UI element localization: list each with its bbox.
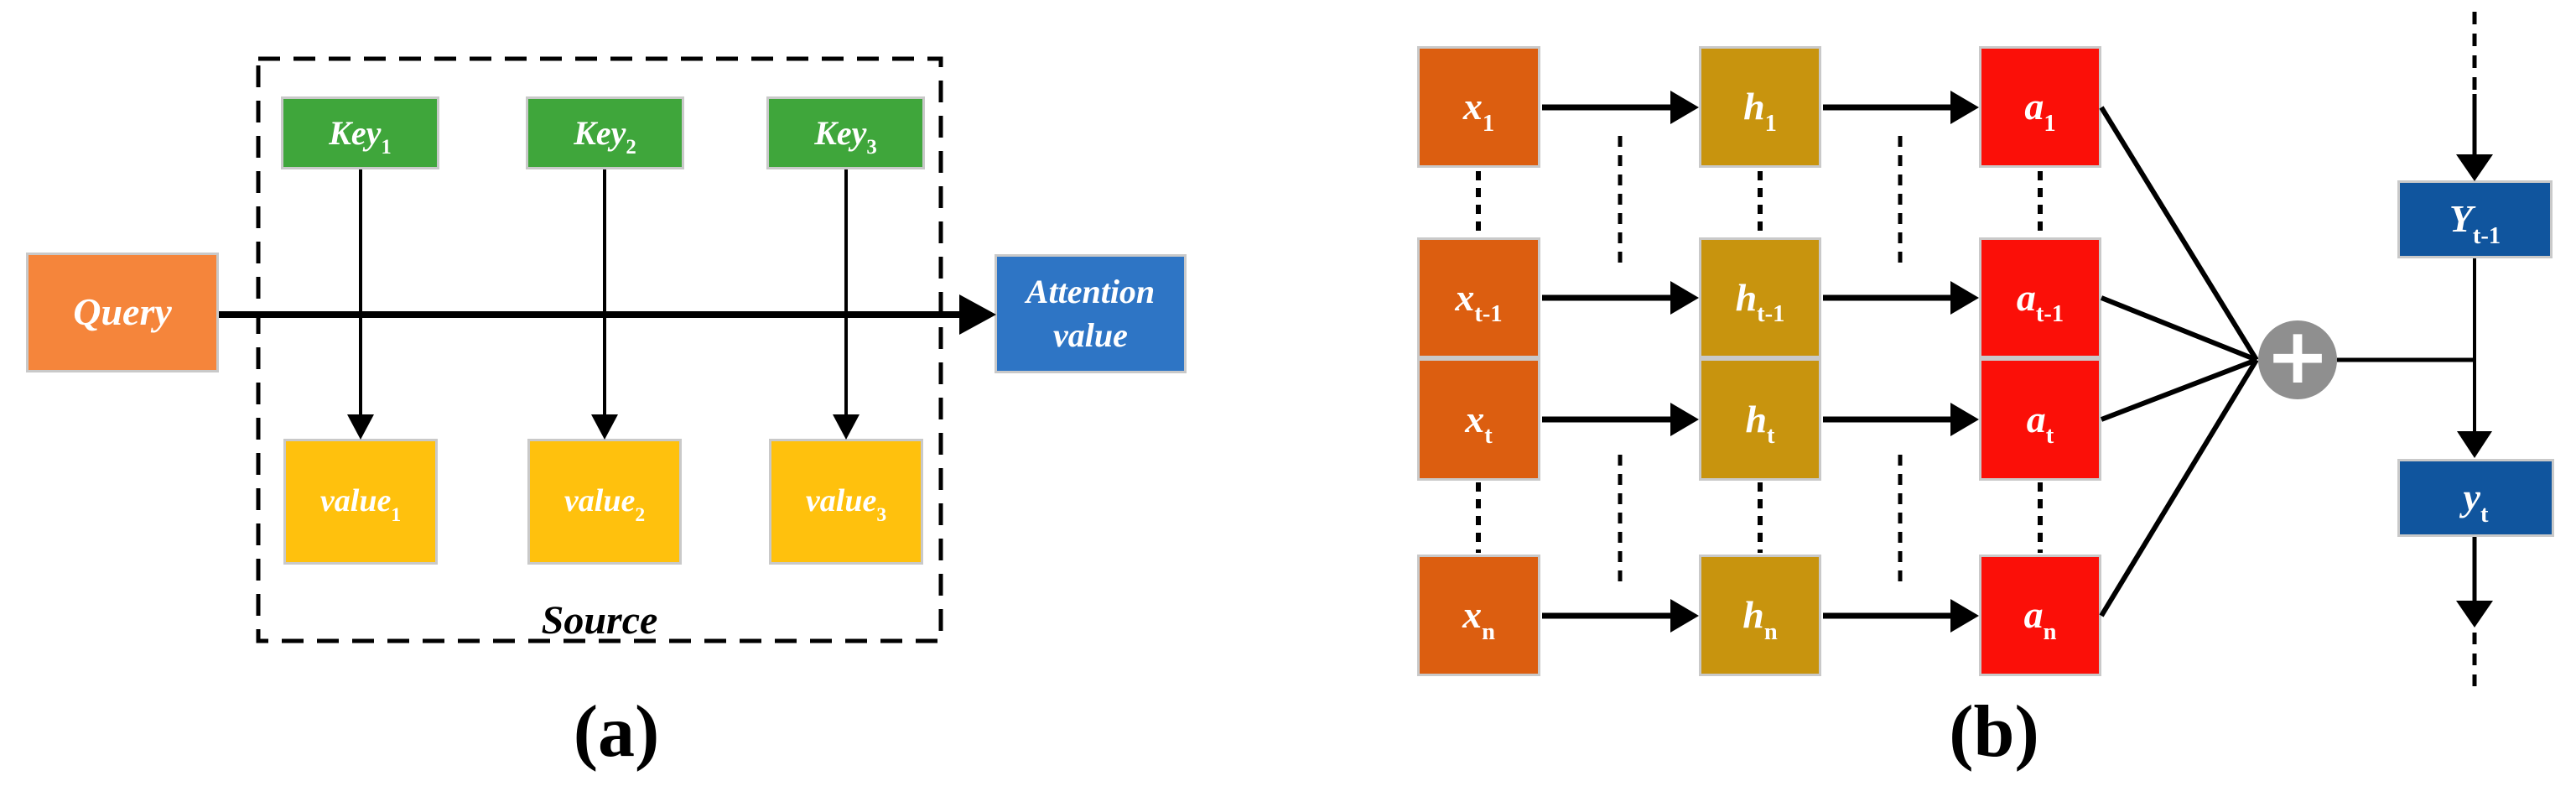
value1-label: value1 (319, 483, 402, 526)
x1-box: x1 (1417, 46, 1540, 168)
an-label: an (2023, 593, 2057, 645)
y-prev-label: Yt-1 (2449, 197, 2501, 249)
xn-box: xn (1417, 555, 1540, 676)
ht-1-box: ht-1 (1699, 237, 1821, 358)
y-out-label: yt (2463, 476, 2489, 528)
key1-box: Key1 (281, 96, 439, 169)
xt-1-box: xt-1 (1417, 237, 1540, 358)
xt-1-label: xt-1 (1455, 275, 1503, 328)
key2-to-value2-arrowhead (591, 414, 618, 440)
a-to-sum-lines (2099, 106, 2259, 617)
key3-label: Key3 (814, 113, 877, 159)
a1-label: a1 (2024, 85, 2056, 137)
y-out-box: yt (2397, 459, 2554, 537)
at-1-to-sum-line (2100, 295, 2258, 362)
at-box: at (1979, 358, 2101, 481)
key1-to-value1-arrowhead (347, 414, 374, 440)
caption-b: (b) (1949, 691, 2039, 773)
sum-node: + (2258, 311, 2337, 401)
attention-value-label: Attention value (1026, 273, 1156, 354)
a1-to-sum-line (2099, 106, 2259, 362)
query-box: Query (26, 253, 219, 372)
h1-label: h1 (1743, 85, 1777, 137)
hn-label: hn (1742, 593, 1778, 645)
ht-1-label: ht-1 (1735, 275, 1785, 328)
at-1-box: at-1 (1979, 237, 2101, 358)
at-label: at (2026, 397, 2054, 450)
xt-box: xt (1417, 358, 1540, 481)
ht-label: ht (1745, 397, 1775, 450)
yprev-to-yout-arrowhead (2457, 431, 2492, 458)
key3-to-value3-arrowhead (833, 414, 860, 440)
key2-box: Key2 (526, 96, 684, 169)
source-label: Source (541, 598, 658, 643)
an-box: an (1979, 555, 2101, 676)
value2-label: value2 (564, 483, 646, 526)
value1-box: value1 (283, 439, 438, 565)
xt-label: xt (1465, 397, 1493, 450)
value2-box: value2 (527, 439, 682, 565)
caption-a: (a) (573, 691, 660, 773)
plus-icon: + (2265, 311, 2330, 401)
a1-box: a1 (1979, 46, 2101, 168)
yout-output-arrowhead (2456, 601, 2493, 628)
at-to-sum-line (2100, 357, 2258, 422)
hn-box: hn (1699, 555, 1821, 676)
query-label: Query (73, 290, 172, 334)
h1-box: h1 (1699, 46, 1821, 168)
value3-label: value3 (805, 483, 887, 526)
key3-box: Key3 (766, 96, 925, 169)
attention-value-box: Attention value (995, 254, 1187, 373)
query-to-attention-arrowhead (959, 294, 996, 335)
xn-label: xn (1462, 593, 1495, 645)
an-to-sum-line (2099, 358, 2259, 617)
key2-label: Key2 (574, 113, 636, 159)
x1-label: x1 (1462, 85, 1495, 137)
y-prev-box: Yt-1 (2397, 180, 2553, 258)
value3-box: value3 (769, 439, 923, 565)
ht-box: ht (1699, 358, 1821, 481)
yprev-input-arrowhead (2456, 154, 2493, 181)
at-1-label: at-1 (2016, 275, 2064, 328)
key1-label: Key1 (329, 113, 392, 159)
